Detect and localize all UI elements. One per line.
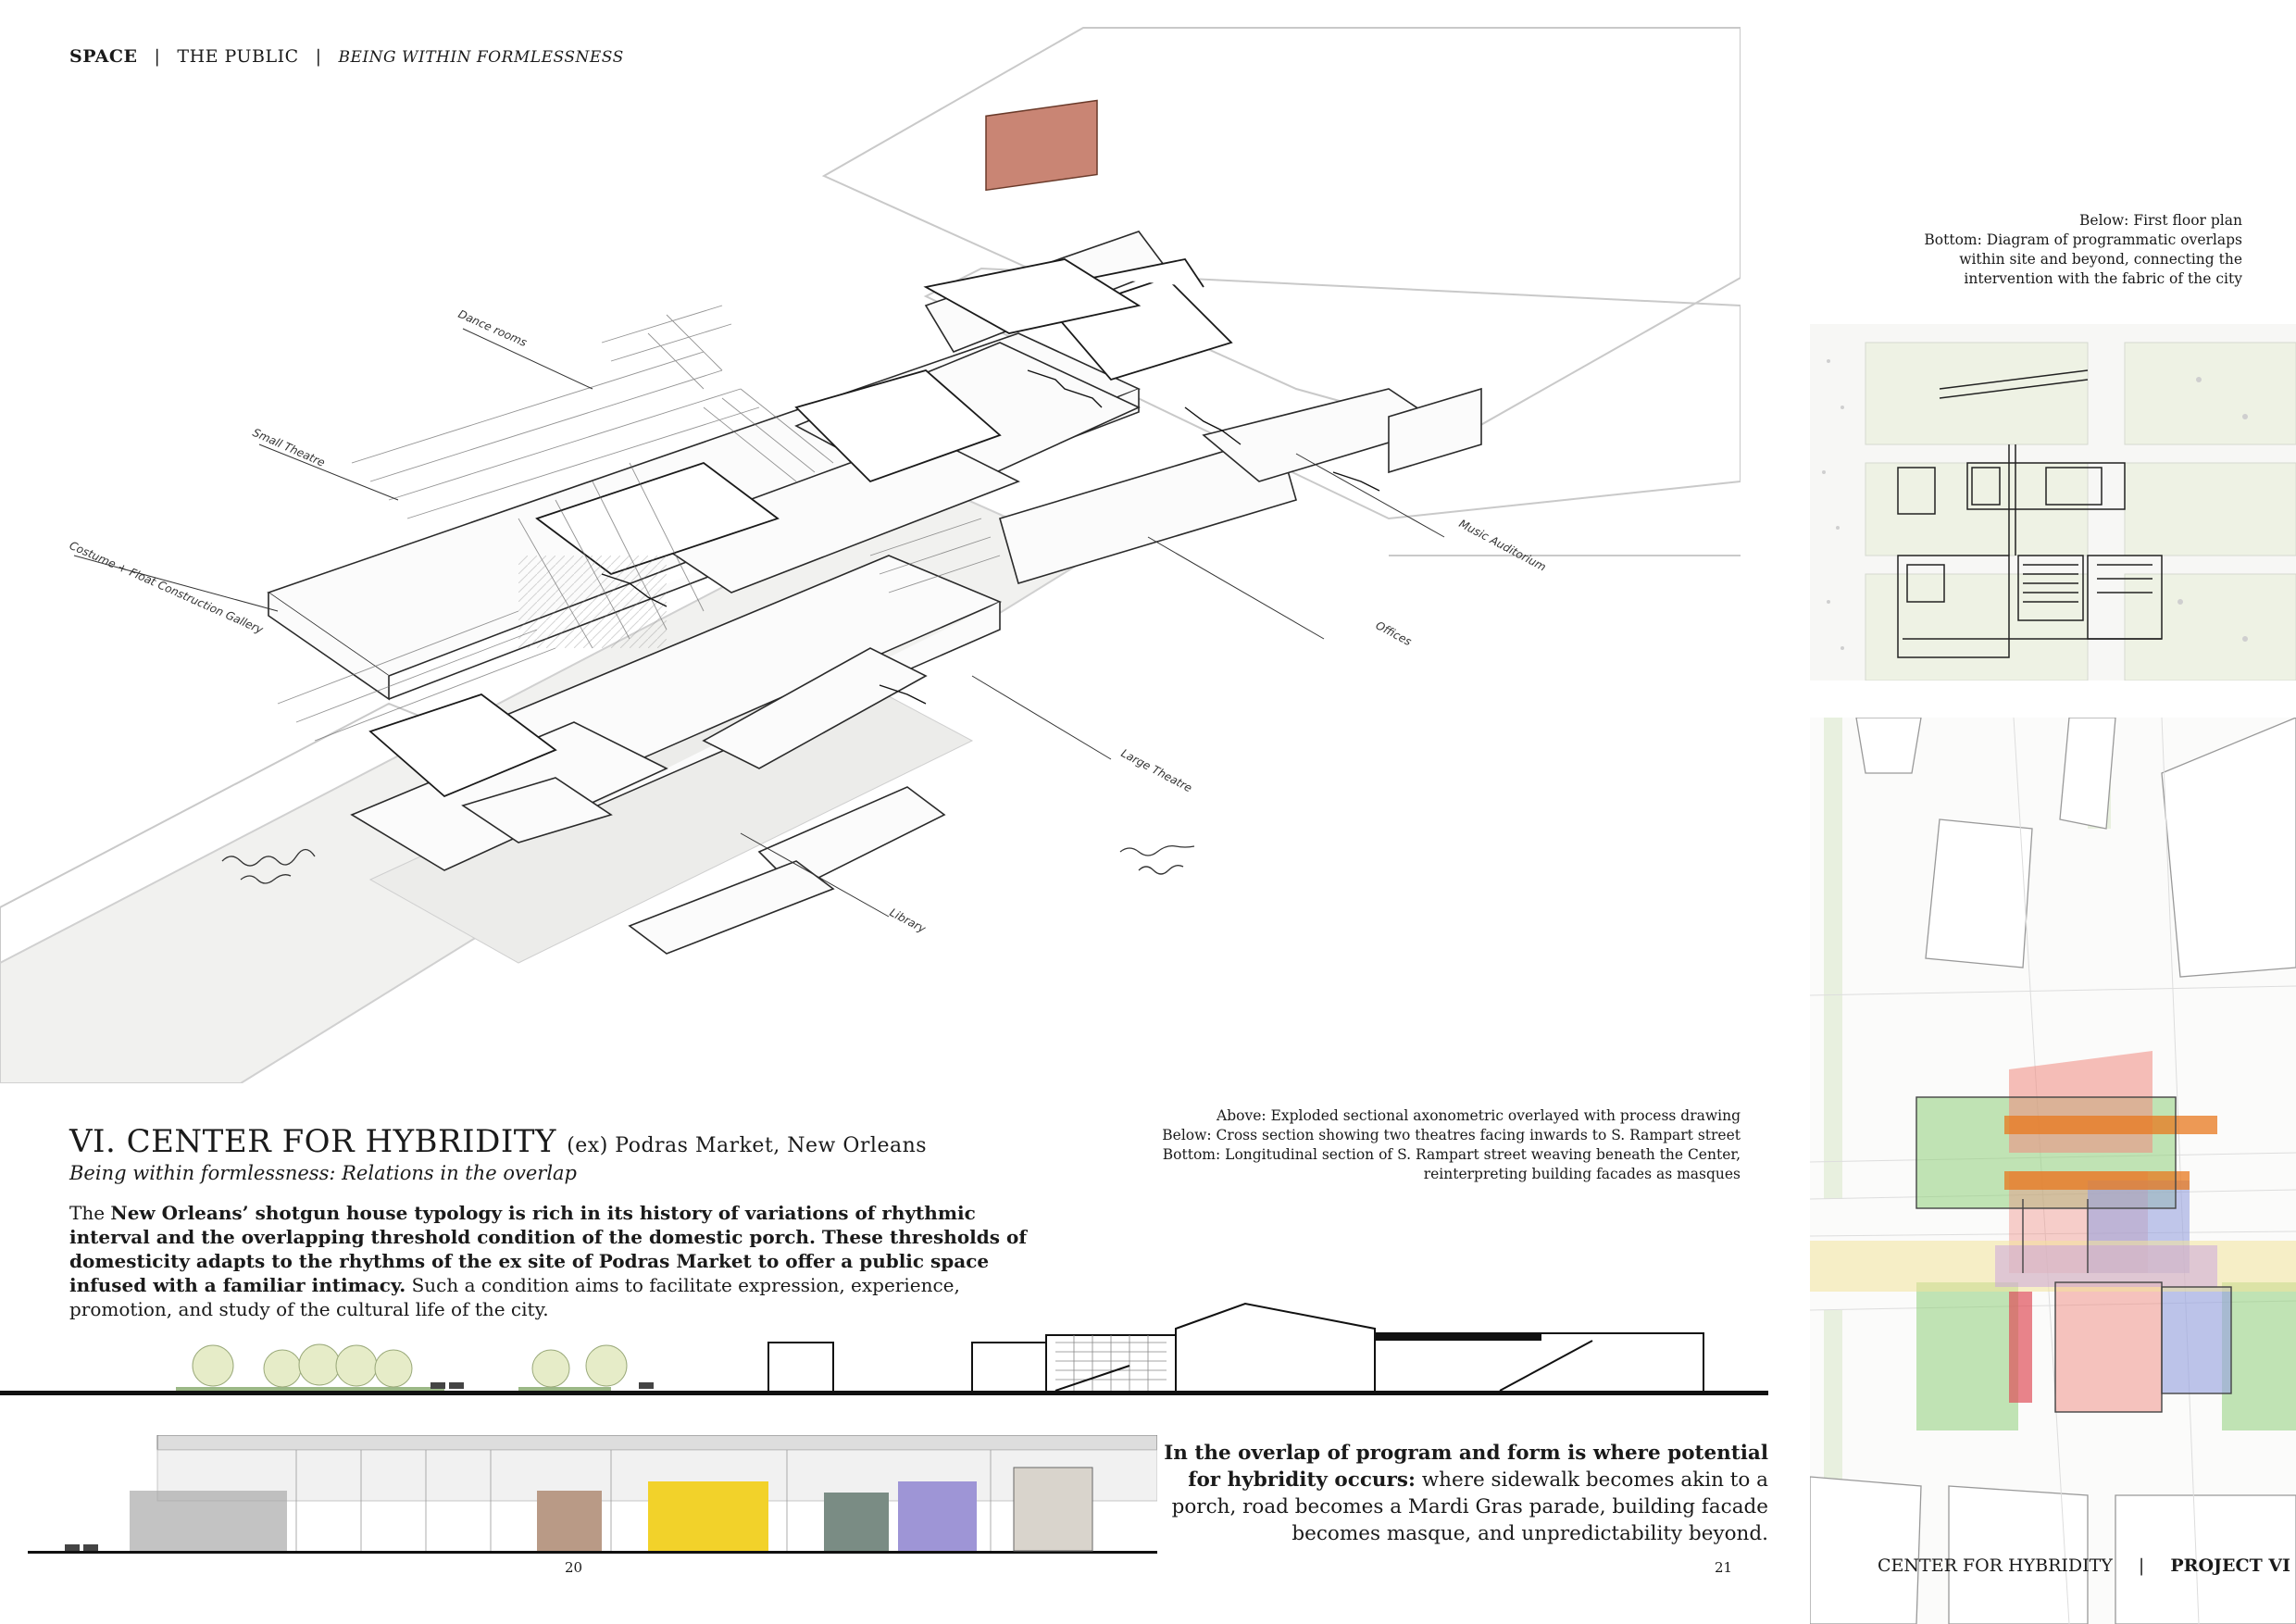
page-number-right: 21 bbox=[1715, 1559, 1733, 1576]
masque-facades bbox=[130, 1467, 1093, 1552]
plan-green-blocks bbox=[1865, 342, 2296, 681]
cross-section-drawing bbox=[0, 1302, 1768, 1395]
description-bold: New Orleans’ shotgun house typology is r… bbox=[69, 1202, 1027, 1296]
header-divider: | bbox=[315, 46, 322, 67]
diagram-city-blocks bbox=[1810, 718, 2296, 1624]
overlap-outlines bbox=[1915, 1096, 2232, 1413]
plan-caption: Below: First floor plan Bottom: Diagram … bbox=[1924, 211, 2242, 289]
long-section-roof bbox=[156, 1435, 1157, 1451]
page-footer: CENTER FOR HYBRIDITY | PROJECT VI bbox=[1878, 1555, 2290, 1576]
section-canopy-columns bbox=[295, 1450, 992, 1551]
caption-line: Below: First floor plan bbox=[2079, 212, 2242, 229]
page-header: SPACE | THE PUBLIC | BEING WITHIN FORMLE… bbox=[69, 46, 624, 67]
process-sketch-lines bbox=[277, 305, 1001, 742]
plan-walls bbox=[1897, 369, 2163, 658]
glazed-volume bbox=[985, 99, 1098, 192]
header-divider: | bbox=[154, 46, 161, 67]
process-hatch bbox=[518, 556, 667, 648]
header-category: THE PUBLIC bbox=[177, 46, 299, 67]
project-title-suffix: (ex) Podras Market, New Orleans bbox=[567, 1134, 928, 1157]
statement-bold: In the overlap of program and form is wh… bbox=[1164, 1442, 1768, 1492]
section-cars bbox=[430, 1382, 654, 1389]
footer-project-number: PROJECT VI bbox=[2170, 1555, 2290, 1576]
caption-line: within site and beyond, connecting the bbox=[1959, 251, 2242, 268]
section-infill-grid bbox=[1055, 1335, 1167, 1391]
label-costume-gallery: Costume + Float Construction Gallery bbox=[68, 539, 266, 637]
label-leaders bbox=[73, 328, 1445, 918]
label-small-theatre: Small Theatre bbox=[251, 426, 327, 469]
longitudinal-section-drawing bbox=[28, 1435, 1157, 1554]
plan-texture-dots bbox=[1822, 359, 2248, 650]
page-number-left: 20 bbox=[565, 1559, 583, 1576]
section-trees bbox=[192, 1343, 628, 1388]
project-subtitle: Being within formlessness: Relations in … bbox=[69, 1162, 577, 1184]
building-masses bbox=[267, 231, 1482, 955]
caption-line: Above: Exploded sectional axonometric ov… bbox=[1217, 1107, 1741, 1124]
first-floor-plan bbox=[1810, 324, 2296, 681]
footer-project-name: CENTER FOR HYBRIDITY bbox=[1878, 1555, 2113, 1576]
statement-rest: where sidewalk becomes akin to a porch, … bbox=[1171, 1468, 1768, 1545]
description-start: The bbox=[69, 1202, 111, 1224]
label-large-theatre: Large Theatre bbox=[1119, 746, 1194, 794]
hybridity-statement: In the overlap of program and form is wh… bbox=[1148, 1440, 1768, 1547]
section-floor-slab bbox=[1375, 1333, 1541, 1341]
label-library: Library bbox=[888, 906, 929, 935]
long-section-cars bbox=[65, 1544, 98, 1551]
caption-line: Bottom: Diagram of programmatic overlaps bbox=[1924, 231, 2242, 248]
handwritten-scribbles bbox=[221, 844, 1195, 884]
header-theme: BEING WITHIN FORMLESSNESS bbox=[338, 48, 624, 67]
label-music-auditorium: Music Auditorium bbox=[1457, 517, 1549, 573]
label-offices: Offices bbox=[1374, 618, 1414, 648]
caption-line: Below: Cross section showing two theatre… bbox=[1162, 1127, 1741, 1143]
project-title: VI. CENTER FOR HYBRIDITY (ex) Podras Mar… bbox=[69, 1123, 927, 1160]
stairs bbox=[601, 369, 1380, 705]
description-rest: Such a condition aims to facilitate expr… bbox=[69, 1274, 960, 1320]
section-ramps bbox=[1054, 1340, 1593, 1392]
project-description: The New Orleans’ shotgun house typology … bbox=[69, 1201, 1051, 1321]
section-caption: Above: Exploded sectional axonometric ov… bbox=[1162, 1106, 1741, 1184]
section-building-outline bbox=[767, 1302, 1704, 1391]
caption-line: reinterpreting building facades as masqu… bbox=[1423, 1166, 1741, 1182]
exploded-axonometric-drawing: Dance rooms Small Theatre Costume + Floa… bbox=[0, 27, 1741, 1083]
header-section: SPACE bbox=[69, 46, 138, 67]
program-overlaps bbox=[1810, 1051, 2296, 1430]
caption-line: intervention with the fabric of the city bbox=[1964, 270, 2242, 287]
caption-line: Bottom: Longitudinal section of S. Rampa… bbox=[1162, 1146, 1741, 1163]
project-title-main: VI. CENTER FOR HYBRIDITY bbox=[69, 1123, 556, 1160]
footer-divider: | bbox=[2138, 1555, 2145, 1576]
programmatic-overlap-diagram bbox=[1810, 718, 2296, 1624]
